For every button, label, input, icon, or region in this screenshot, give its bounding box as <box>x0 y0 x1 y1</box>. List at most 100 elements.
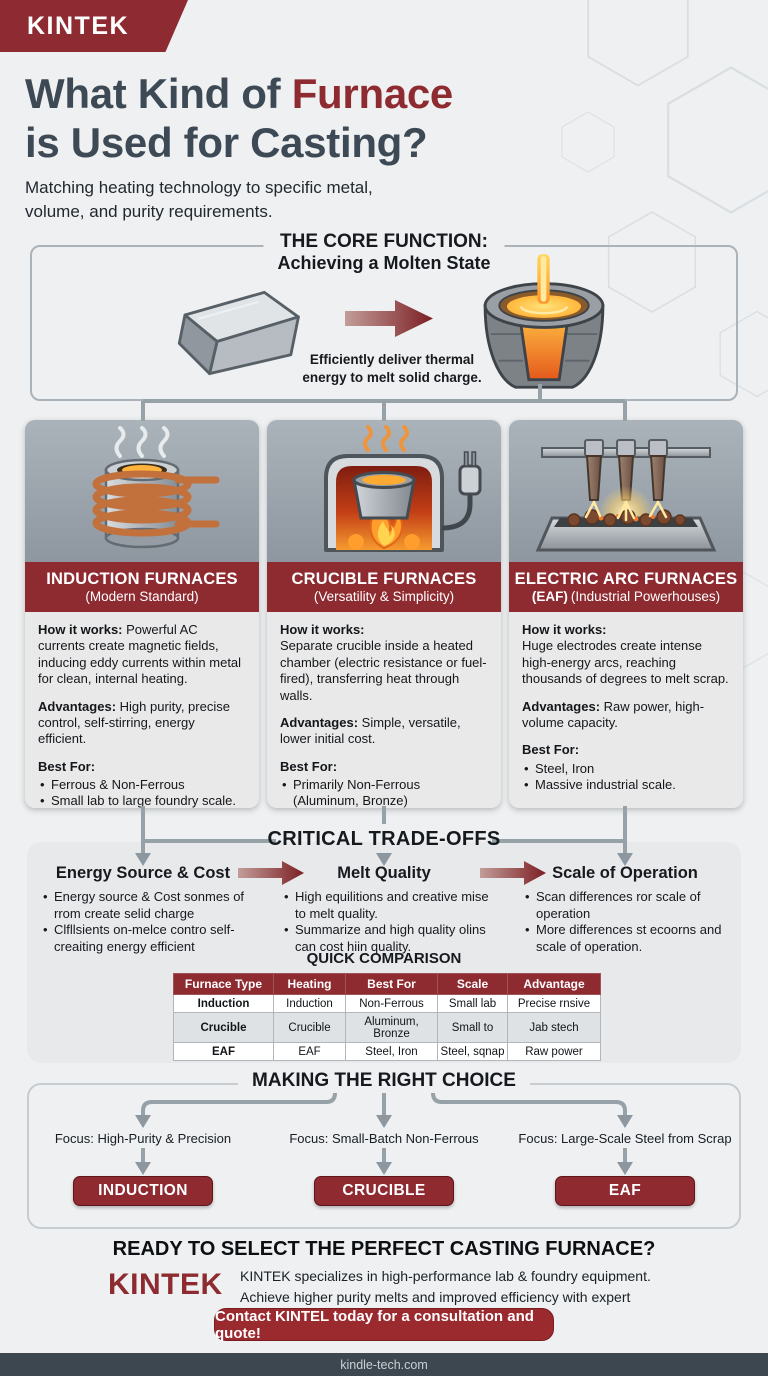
advantages: Advantages: Simple, versatile, lower ini… <box>280 715 488 748</box>
table-header-cell: Heating <box>273 973 346 995</box>
bullet-item: Ferrous & Non-Ferrous <box>38 777 246 794</box>
core-title-line1: THE CORE FUNCTION: <box>280 231 488 252</box>
tradeoff-bullets: Scan differences ror scale of operation … <box>519 889 731 956</box>
furnace-card-body: How it works: Powerful AC currents creat… <box>25 612 259 808</box>
advantages: Advantages: Raw power, high-volume capac… <box>522 699 730 732</box>
furnace-card-eaf: ELECTRIC ARC FURNACES (EAF)(Industrial P… <box>509 420 743 808</box>
core-title-line2: Achieving a Molten State <box>277 253 491 273</box>
table-cell: Crucible <box>273 1012 346 1043</box>
advantages-text: Raw power, high-volume capacity. <box>522 698 705 730</box>
advantages-label: Advantages: <box>522 698 601 714</box>
furnace-illustration-area <box>509 420 743 562</box>
table-cell: Jab stech <box>507 1012 601 1043</box>
table-header-cell: Best For <box>345 973 438 995</box>
how-it-works: How it works:Separate crucible inside a … <box>280 622 488 704</box>
table-cell: EAF <box>273 1042 346 1061</box>
tradeoffs-title: CRITICAL TRADE-OFFS <box>267 828 501 850</box>
footer-bar: kindle-tech.com <box>0 1353 768 1376</box>
furnace-title-band: ELECTRIC ARC FURNACES (EAF)(Industrial P… <box>509 562 743 612</box>
furnace-name: ELECTRIC ARC FURNACES <box>514 570 738 588</box>
advantages-text: High purity, precise control, self-stirr… <box>38 698 230 747</box>
footer-domain: kindle-tech.com <box>340 1357 428 1372</box>
how-text: Huge electrodes create intense high-ener… <box>522 638 729 687</box>
best-for: Best For: <box>522 742 730 758</box>
induction-button[interactable]: INDUCTION <box>73 1176 213 1206</box>
page-title: What Kind of Furnace is Used for Casting… <box>25 70 453 167</box>
furnace-tagline: (EAF)(Industrial Powerhouses) <box>509 589 743 604</box>
subtitle-line2: volume, and purity requirements. <box>25 202 273 222</box>
tradeoff-bullets: Energy source & Cost sonmes of rrom crea… <box>37 889 249 956</box>
table-header-cell: Advantage <box>507 973 601 995</box>
table-cell: Crucible <box>173 1012 274 1043</box>
page-subtitle: Matching heating technology to specific … <box>25 176 373 224</box>
furnace-tagline: (Versatility & Simplicity) <box>267 589 501 604</box>
brand-banner: KINTEK <box>0 0 188 52</box>
tradeoff-column-melt-quality: Melt Quality High equilitions and creati… <box>278 864 490 956</box>
induction-coil-furnace-icon <box>92 426 220 549</box>
bullet-item: Small lab to large foundry scale. <box>38 793 246 808</box>
brand-logo: KINTEK <box>27 11 130 40</box>
tradeoff-column-title: Scale of Operation <box>552 864 698 882</box>
best-for-label: Best For: <box>522 742 580 758</box>
how-it-works: How it works:Huge electrodes create inte… <box>522 622 730 688</box>
cta-heading: READY TO SELECT THE PERFECT CASTING FURN… <box>112 1238 656 1260</box>
bullet-item: Primarily Non-Ferrous (Aluminum, Bronze) <box>280 777 488 808</box>
bullet-item: High equilitions and creative mise to me… <box>282 889 490 922</box>
table-cell: Steel, sqnap <box>437 1042 508 1061</box>
how-text: Separate crucible inside a heated chambe… <box>280 638 487 703</box>
furnace-card-body: How it works:Separate crucible inside a … <box>267 612 501 808</box>
how-label: How it works: <box>522 622 607 637</box>
table-cell: Induction <box>273 994 346 1013</box>
focus-label-eaf: Focus: Large-Scale Steel from Scrap <box>518 1131 732 1146</box>
comparison-table: Furnace Type Heating Best For Scale Adva… <box>173 973 601 1061</box>
how-it-works: How it works: Powerful AC currents creat… <box>38 622 246 688</box>
tradeoff-column-title: Energy Source & Cost <box>55 864 231 882</box>
furnace-name: CRUCIBLE FURNACES <box>291 570 477 588</box>
best-for-list: Primarily Non-Ferrous (Aluminum, Bronze)… <box>280 777 488 808</box>
tradeoff-column-scale: Scale of Operation Scan differences ror … <box>519 864 731 956</box>
eaf-button[interactable]: EAF <box>555 1176 695 1206</box>
core-caption-line1: Efficiently deliver thermal <box>309 352 475 367</box>
table-cell: EAF <box>173 1042 274 1061</box>
furnace-tagline-bold: (EAF) <box>531 589 568 604</box>
focus-label-crucible: Focus: Small-Batch Non-Ferrous <box>289 1131 479 1146</box>
best-for-list: Steel, Iron Massive industrial scale. <box>522 761 730 794</box>
table-cell: Precise rnsive <box>507 994 601 1013</box>
best-for-label: Best For: <box>280 758 338 774</box>
bullet-item: Massive industrial scale. <box>522 777 730 794</box>
page-title-pre: What Kind of <box>25 70 292 117</box>
furnace-card-crucible: CRUCIBLE FURNACES (Versatility & Simplic… <box>267 420 501 808</box>
table-cell: Small lab <box>437 994 508 1013</box>
advantages: Advantages: High purity, precise control… <box>38 699 246 748</box>
choice-title: MAKING THE RIGHT CHOICE <box>238 1070 530 1092</box>
furnace-card-body: How it works:Huge electrodes create inte… <box>509 612 743 799</box>
furnace-card-induction: INDUCTION FURNACES (Modern Standard) How… <box>25 420 259 808</box>
tradeoff-column-energy: Energy Source & Cost Energy source & Cos… <box>37 864 249 956</box>
best-for: Best For: <box>280 759 488 775</box>
furnace-illustration-area <box>25 420 259 562</box>
table-cell: Small to <box>437 1012 508 1043</box>
contact-button[interactable]: Contact KINTEL today for a consultation … <box>214 1308 554 1342</box>
advantages-text: Simple, versatile, lower initial cost. <box>280 714 461 747</box>
furnace-tagline-text: (Industrial Powerhouses) <box>570 589 721 604</box>
focus-label-induction: Focus: High-Purity & Precision <box>54 1131 232 1146</box>
table-row: Induction Induction Non-Ferrous Small la… <box>173 994 601 1013</box>
bullet-item: Scan differences ror scale of operation <box>523 889 731 922</box>
cta-text-line1: KINTEK specializes in high-performance l… <box>240 1268 651 1284</box>
molten-crucible-icon <box>483 254 605 389</box>
how-label: How it works: <box>38 622 123 637</box>
table-cell: Induction <box>173 994 274 1013</box>
page-title-accent: Furnace <box>291 70 454 117</box>
electric-arc-furnace-icon <box>535 439 717 552</box>
furnace-name: INDUCTION FURNACES <box>46 570 238 588</box>
table-cell: Non-Ferrous <box>345 994 438 1013</box>
furnace-tagline-text: (Versatility & Simplicity) <box>313 589 455 604</box>
choice-section <box>27 1083 741 1229</box>
best-for-label: Best For: <box>38 758 96 774</box>
advantages-label: Advantages: <box>38 698 117 714</box>
advantages-label: Advantages: <box>280 714 359 730</box>
core-caption: Efficiently deliver thermal energy to me… <box>290 351 494 387</box>
core-caption-line2: energy to melt solid charge. <box>302 369 482 385</box>
crucible-button[interactable]: CRUCIBLE <box>314 1176 454 1206</box>
